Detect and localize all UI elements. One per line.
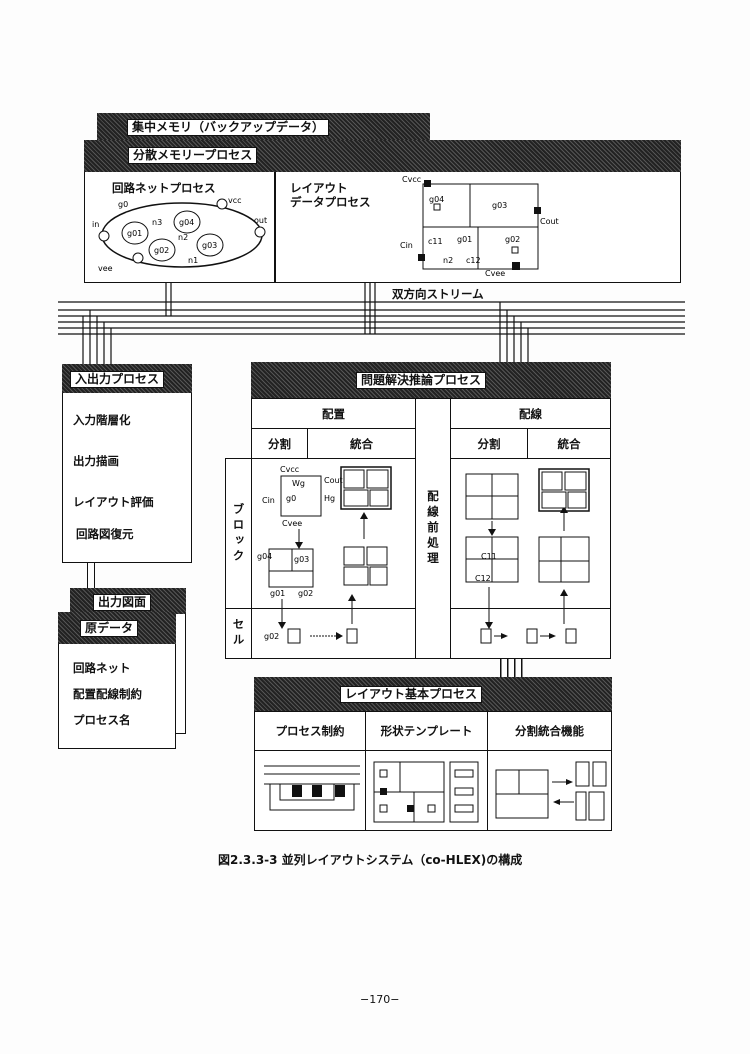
distributed-memory-title: 分散メモリープロセス (128, 147, 258, 164)
connector (500, 659, 528, 677)
figure-caption: 図2.3.3-3 並列レイアウトシステム（co-HLEX)の構成 (218, 853, 523, 867)
svg-text:c11: c11 (428, 237, 443, 246)
routing-header: 配線 (450, 398, 611, 429)
svg-text:vee: vee (98, 264, 113, 273)
divider (365, 750, 366, 830)
page-number: −170− (360, 993, 400, 1006)
placement-header: 配置 (251, 398, 416, 429)
connector (87, 563, 95, 588)
divider (487, 750, 488, 830)
routing-split: 分割 (450, 428, 528, 459)
svg-text:n2: n2 (178, 233, 188, 242)
block-row-label: ブロック (225, 458, 252, 609)
process-constraint-diagram (264, 765, 360, 811)
source-item: プロセス名 (73, 713, 131, 727)
svg-text:C11: C11 (481, 552, 497, 561)
svg-text:Cvcc: Cvcc (280, 465, 299, 474)
svg-text:Cout: Cout (540, 217, 559, 226)
cell-row-label: セル (225, 608, 252, 659)
split-merge-diagram (495, 761, 607, 821)
svg-text:n3: n3 (152, 218, 162, 227)
routing-merge: 統合 (527, 428, 611, 459)
svg-text:g01: g01 (127, 229, 142, 238)
basic-col-header: 分割統合機能 (487, 711, 612, 751)
svg-text:g0: g0 (286, 494, 296, 503)
source-item: 配置配線制約 (73, 687, 142, 701)
source-data-title: 原データ (80, 620, 139, 637)
placement-split: 分割 (251, 428, 308, 459)
io-item: レイアウト評価 (73, 495, 154, 509)
basic-col-header: プロセス制約 (254, 711, 366, 751)
basic-process-title: レイアウト基本プロセス (340, 686, 483, 703)
io-item: 回路図復元 (76, 527, 134, 541)
circuit-net-title: 回路ネットプロセス (112, 181, 216, 195)
svg-text:Cvee: Cvee (282, 519, 302, 528)
svg-text:C12: C12 (475, 574, 491, 583)
node-g0: g0 (118, 200, 128, 209)
svg-text:g02: g02 (298, 589, 313, 598)
shape-template-diagram (373, 761, 479, 823)
layout-data-title-1: レイアウト (290, 181, 348, 195)
svg-text:Cout: Cout (324, 476, 343, 485)
svg-text:g03: g03 (492, 201, 507, 210)
io-process-box (62, 364, 192, 563)
svg-text:g04: g04 (179, 218, 194, 227)
divider (274, 172, 276, 282)
svg-text:Cvcc: Cvcc (402, 175, 421, 184)
svg-text:n1: n1 (188, 256, 198, 265)
svg-text:g04: g04 (257, 552, 272, 561)
stream-label: 双方向ストリーム (392, 287, 484, 301)
svg-text:Cvee: Cvee (485, 269, 505, 278)
svg-text:g01: g01 (457, 235, 472, 244)
central-memory-title: 集中メモリ（バックアップデータ） (127, 119, 330, 136)
svg-text:Cin: Cin (262, 496, 275, 505)
svg-text:g01: g01 (270, 589, 285, 598)
svg-text:vcc: vcc (228, 196, 242, 205)
svg-text:g04: g04 (429, 195, 444, 204)
svg-text:g02: g02 (154, 246, 169, 255)
bidirectional-stream-bus (58, 283, 685, 364)
svg-text:Hg: Hg (324, 494, 335, 503)
svg-text:c12: c12 (466, 256, 481, 265)
svg-text:g03: g03 (294, 555, 309, 564)
io-item: 出力描画 (73, 454, 119, 468)
row-divider (450, 608, 611, 609)
preroute-column: 配線前処理 (415, 398, 451, 659)
svg-text:n2: n2 (443, 256, 453, 265)
svg-text:Wg: Wg (292, 479, 305, 488)
io-item: 入力階層化 (73, 413, 131, 427)
source-item: 回路ネット (73, 661, 131, 675)
svg-text:Cin: Cin (400, 241, 413, 250)
basic-col-header: 形状テンプレート (365, 711, 488, 751)
row-divider (251, 608, 415, 609)
svg-text:g03: g03 (202, 241, 217, 250)
svg-text:in: in (92, 220, 99, 229)
output-drawing-title: 出力図面 (93, 594, 152, 611)
inference-title: 問題解決推論プロセス (356, 372, 487, 389)
io-process-title: 入出力プロセス (70, 371, 165, 388)
svg-text:g02: g02 (264, 632, 279, 641)
svg-text:g02: g02 (505, 235, 520, 244)
layout-data-title-2: データプロセス (290, 195, 371, 209)
placement-merge: 統合 (307, 428, 416, 459)
circuit-net-graph: g0 vcc in out vee g01 g04 g02 g03 n3 n2 n1 (92, 196, 267, 273)
svg-text:out: out (254, 216, 267, 225)
